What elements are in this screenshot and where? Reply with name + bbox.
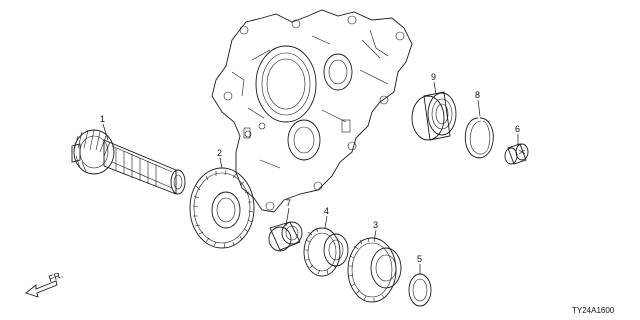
callout-1: 1 xyxy=(100,114,105,124)
diagram-code: TY24A1600 xyxy=(572,306,615,315)
leader-lines xyxy=(102,81,519,274)
callout-6: 6 xyxy=(515,124,520,134)
gear-part-3 xyxy=(347,237,402,303)
front-direction-arrow xyxy=(25,280,58,298)
callout-9: 9 xyxy=(431,72,436,82)
washer-part-5 xyxy=(408,273,432,307)
mainshaft-part-1 xyxy=(71,129,186,195)
plug-part-6 xyxy=(504,143,529,165)
callout-8: 8 xyxy=(475,90,480,100)
gear-part-4 xyxy=(303,227,349,277)
snap-ring-part-8 xyxy=(464,117,494,159)
callout-7: 7 xyxy=(286,198,291,208)
bearing-part-9 xyxy=(411,91,457,141)
callout-3: 3 xyxy=(373,220,378,230)
gear-part-2 xyxy=(189,167,255,249)
transmission-case-housing xyxy=(211,9,413,213)
front-direction-label: FR. xyxy=(47,270,64,284)
callout-4: 4 xyxy=(324,206,329,216)
collar-part-7 xyxy=(268,221,303,252)
callout-2: 2 xyxy=(217,148,222,158)
callout-5: 5 xyxy=(417,254,422,264)
